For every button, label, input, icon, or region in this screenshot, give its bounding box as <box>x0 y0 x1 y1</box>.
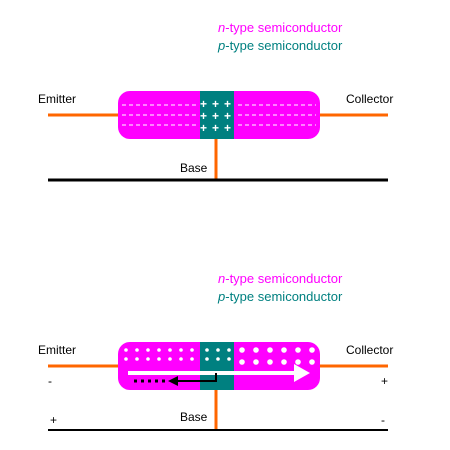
electron-dots-emitter <box>124 348 194 361</box>
collector-label-top: Collector <box>346 92 393 106</box>
electron-dots-collector <box>239 347 315 365</box>
electron-dot <box>146 348 150 352</box>
electron-dot <box>205 348 209 352</box>
hole-plus-signs-top: +++++++++ <box>200 97 231 135</box>
emitter-label-top: Emitter <box>38 92 76 106</box>
legend-n-letter: n <box>218 20 225 35</box>
transistor-bottom: Emitter Collector Base - + + - <box>38 342 393 431</box>
electron-dot <box>135 348 139 352</box>
p-type-region-top <box>200 91 234 139</box>
electron-dot <box>157 357 161 361</box>
legend-n-type-bottom: n-type semiconductor <box>218 271 343 286</box>
electron-dot <box>190 357 194 361</box>
legend-bottom: n-type semiconductor p-type semiconducto… <box>217 271 343 304</box>
legend-p-type-bottom: p-type semiconductor <box>217 289 343 304</box>
electron-dot <box>227 348 231 352</box>
hole-plus-sign: + <box>212 109 219 123</box>
base-left-polarity-sign: + <box>50 413 57 427</box>
emitter-label-bottom: Emitter <box>38 343 76 357</box>
electron-dot <box>168 348 172 352</box>
electron-dot <box>179 348 183 352</box>
legend-n-text: -type semiconductor <box>225 20 343 35</box>
transistor-top: +++++++++ Emitter Collector Base <box>38 91 393 182</box>
legend-p-type: p-type semiconductor <box>217 38 343 53</box>
electron-dot <box>168 357 172 361</box>
electron-dot <box>239 347 245 353</box>
electron-dot <box>216 348 220 352</box>
electron-dot <box>281 347 287 353</box>
hole-plus-sign: + <box>212 97 219 111</box>
base-label-top: Base <box>180 161 208 175</box>
emitter-polarity-sign: - <box>48 374 52 388</box>
electron-dot <box>216 357 220 361</box>
hole-plus-sign: + <box>224 121 231 135</box>
hole-plus-sign: + <box>200 97 207 111</box>
electron-dot <box>190 348 194 352</box>
electron-dot <box>146 357 150 361</box>
legend-p-letter-bottom: p <box>217 289 225 304</box>
legend-p-text: -type semiconductor <box>225 38 343 53</box>
electron-dashes-right-top <box>238 104 316 126</box>
collector-polarity-sign: + <box>381 374 388 388</box>
electron-dot <box>124 348 128 352</box>
electron-dashes-left-top <box>122 104 198 126</box>
electron-dot <box>179 357 183 361</box>
electron-dot <box>135 357 139 361</box>
base-label-bottom: Base <box>180 410 208 424</box>
base-current-arrow <box>134 373 217 386</box>
electron-dot <box>309 347 315 353</box>
electron-dot <box>295 347 301 353</box>
hole-plus-sign: + <box>224 109 231 123</box>
electron-dot <box>281 359 287 365</box>
electron-dot <box>157 348 161 352</box>
electron-dot <box>205 357 209 361</box>
legend-n-text-bottom: -type semiconductor <box>225 271 343 286</box>
hole-plus-sign: + <box>200 121 207 135</box>
legend-top: n-type semiconductor p-type semiconducto… <box>217 20 343 53</box>
hole-plus-sign: + <box>200 109 207 123</box>
legend-p-letter: p <box>217 38 225 53</box>
electron-dot <box>253 347 259 353</box>
legend-n-letter-bottom: n <box>218 271 225 286</box>
electron-dot <box>295 359 301 365</box>
legend-n-type: n-type semiconductor <box>218 20 343 35</box>
electron-dot <box>124 357 128 361</box>
electron-flow-arrow <box>128 364 310 382</box>
electron-dot <box>239 359 245 365</box>
electron-dot <box>267 347 273 353</box>
hole-plus-sign: + <box>224 97 231 111</box>
electron-dots-base <box>205 348 231 361</box>
electron-dot <box>267 359 273 365</box>
base-right-polarity-sign: - <box>381 413 385 427</box>
electron-dot <box>227 357 231 361</box>
hole-plus-sign: + <box>212 121 219 135</box>
legend-p-text-bottom: -type semiconductor <box>225 289 343 304</box>
electron-dot <box>309 359 315 365</box>
collector-label-bottom: Collector <box>346 343 393 357</box>
electron-dot <box>253 359 259 365</box>
